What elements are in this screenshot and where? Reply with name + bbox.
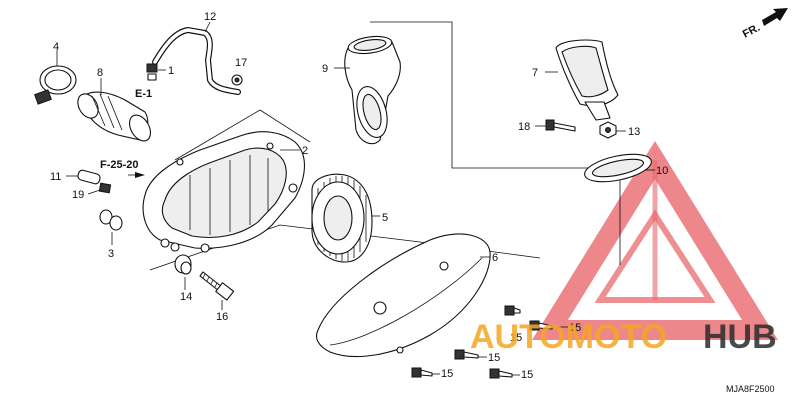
screw-15-d xyxy=(411,367,433,378)
callout-12: 12 xyxy=(204,11,216,23)
part-2-air-cleaner-case xyxy=(142,131,306,253)
watermark-text-hub: HUB xyxy=(703,318,777,356)
part-15-screws xyxy=(411,305,553,379)
callout-3: 3 xyxy=(108,248,114,260)
callout-5: 5 xyxy=(382,212,388,224)
part-16-bolt xyxy=(199,271,235,301)
callout-11: 11 xyxy=(50,171,61,183)
callout-7: 7 xyxy=(532,67,538,79)
part-19-clip xyxy=(98,182,112,194)
part-14-collar xyxy=(174,254,192,275)
callout-13: 13 xyxy=(628,126,640,138)
screw-15-b xyxy=(529,320,553,331)
callout-9: 9 xyxy=(322,63,328,75)
screw-15-a xyxy=(504,305,521,316)
screw-15-e xyxy=(489,368,513,379)
callout-labels: 1 2 3 4 5 6 7 8 9 10 11 12 13 14 16 17 1… xyxy=(50,11,668,381)
watermark-logo-icon xyxy=(532,140,778,340)
part-8-intake-boot xyxy=(77,91,152,142)
ref-arrow-icon xyxy=(128,172,145,178)
callout-15-b: 15 xyxy=(569,322,581,334)
ref-label-f25-20: F-25-20 xyxy=(100,159,139,171)
callout-4: 4 xyxy=(53,41,59,53)
callout-14: 14 xyxy=(180,291,192,303)
callout-16: 16 xyxy=(216,311,228,323)
watermark-text: AUTOMOTO HUB xyxy=(470,318,777,356)
callout-2: 2 xyxy=(302,145,308,157)
callout-15-c: 15 xyxy=(488,352,500,364)
front-direction-arrow-icon xyxy=(762,8,788,26)
screw-15-c xyxy=(454,349,479,360)
part-17-clip xyxy=(231,74,243,86)
drawing-code: MJA8F2500 xyxy=(726,384,775,394)
watermark-text-automoto: AUTOMOTO xyxy=(470,318,667,356)
callout-18: 18 xyxy=(518,121,530,133)
part-10-seal-gasket xyxy=(584,153,652,183)
part-12-breather-tube xyxy=(152,26,241,95)
callout-8: 8 xyxy=(97,67,103,79)
callout-15-a: 15 xyxy=(510,332,522,344)
part-18-screw xyxy=(545,119,576,132)
part-4-hose-clamp xyxy=(34,65,77,105)
part-5-air-filter-element xyxy=(311,173,373,263)
part-1-tube-clip xyxy=(146,63,158,81)
callout-19: 19 xyxy=(72,189,84,201)
callout-15-e: 15 xyxy=(521,369,533,381)
part-3-grommet xyxy=(99,209,123,231)
part-11-drain-plug xyxy=(77,169,101,185)
part-7-duct-cover xyxy=(555,39,619,121)
part-13-nut xyxy=(599,121,617,139)
callout-15-leaders xyxy=(432,326,568,376)
callout-6: 6 xyxy=(492,252,498,264)
part-9-intake-funnel xyxy=(344,35,401,145)
callout-10: 10 xyxy=(656,165,668,177)
ref-label-e1: E-1 xyxy=(135,88,152,100)
callout-17: 17 xyxy=(235,57,247,69)
part-6-outer-cover xyxy=(315,233,491,358)
front-direction-label: FR. xyxy=(741,22,762,41)
callout-1: 1 xyxy=(168,65,174,77)
callout-15-d: 15 xyxy=(441,368,453,380)
